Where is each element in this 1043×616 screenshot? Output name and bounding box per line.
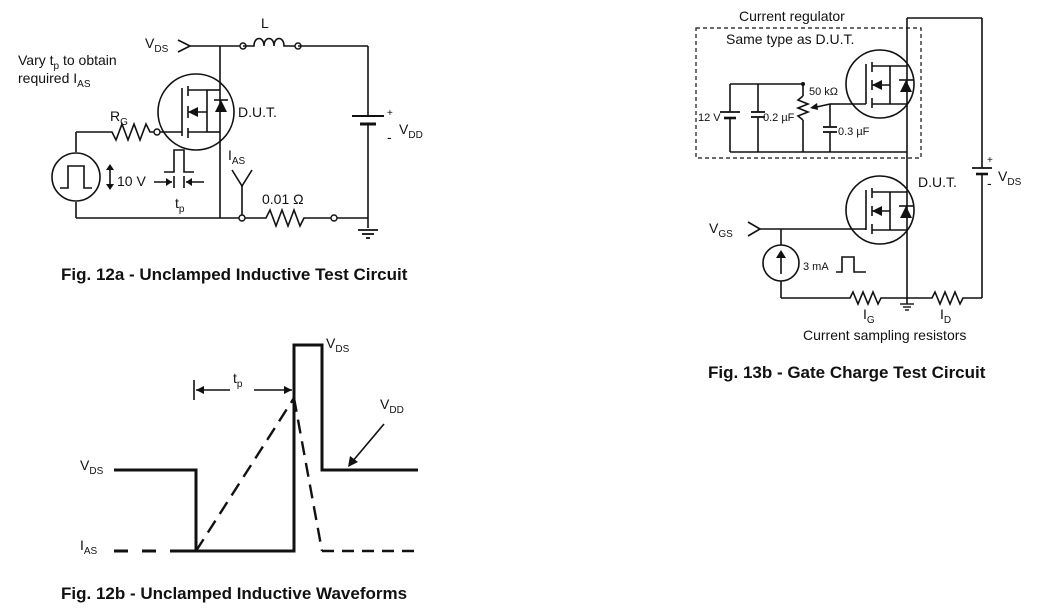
label-10v: 10 V (117, 173, 146, 189)
label-ig: IG (863, 306, 875, 326)
label-same-type: Same type as D.U.T. (726, 31, 854, 47)
wave-label-vdd: VDD (380, 396, 404, 416)
label-50k: 50 kΩ (809, 86, 838, 98)
gate-pulse (836, 256, 866, 273)
label-current-regulator: Current regulator (739, 8, 845, 24)
caption-fig13b: Fig. 13b - Gate Charge Test Circuit (708, 363, 986, 382)
label-dut-13b: D.U.T. (918, 174, 957, 190)
resistor-001 (245, 207, 331, 229)
pulse-generator (51, 152, 101, 202)
label-vdd: VDD (399, 121, 423, 141)
vds-waveform (114, 343, 418, 553)
label-rg: RG (110, 108, 128, 128)
vds-terminal-arrow (177, 39, 192, 53)
label-02uf: 0.2 µF (763, 112, 795, 124)
label-l: L (261, 15, 269, 31)
caption-fig12b: Fig. 12b - Unclamped Inductive Waveforms (61, 584, 407, 603)
label-minus-13b: - (987, 175, 992, 191)
fig13b-circuit: Current regulator Same type as D.U.T. 50… (695, 8, 1022, 343)
label-minus: - (387, 129, 392, 145)
resistor-id (928, 289, 982, 307)
wave-label-ias: IAS (80, 537, 98, 557)
label-vds: VDS (145, 35, 169, 55)
potentiometer-50k (795, 95, 811, 121)
label-tp: tp (175, 195, 185, 215)
wave-label-vds-top: VDS (326, 335, 350, 355)
label-3ma: 3 mA (803, 261, 829, 273)
tp-pulse (164, 149, 194, 173)
fig12a-circuit: L VDS Vary tp to obtain required IAS RG … (18, 15, 423, 239)
dut-mosfet (157, 73, 235, 151)
regulator-mosfet (845, 49, 915, 119)
label-dut: D.U.T. (238, 104, 277, 120)
vdd-pointer-arrow (351, 423, 385, 463)
vgs-terminal-arrow (747, 221, 762, 237)
label-vgs: VGS (709, 220, 733, 240)
ias-ramp-down (292, 397, 324, 552)
label-03uf: 0.3 µF (838, 126, 870, 138)
wave-label-tp: tp (233, 370, 243, 390)
label-plus-13b: + (987, 155, 993, 166)
label-id: ID (940, 306, 951, 326)
fig12b-waveforms: tp VDS VDD VDS IAS (80, 335, 418, 557)
ias-probe (231, 169, 253, 188)
label-required-ias: required IAS (18, 70, 91, 90)
label-plus: + (387, 108, 393, 119)
label-vds-13b: VDS (998, 168, 1022, 188)
current-regulator-box (695, 27, 922, 159)
resistor-ig (846, 289, 890, 307)
dut-mosfet-13b (845, 175, 915, 245)
label-sampling-resistors: Current sampling resistors (803, 327, 966, 343)
label-ias: IAS (228, 147, 246, 167)
label-12v: 12 V (698, 112, 721, 124)
wave-label-vds-left: VDS (80, 457, 104, 477)
ground-symbol-13b (900, 298, 914, 311)
label-vary-tp: Vary tp to obtain (18, 52, 117, 72)
resistor-rg (104, 121, 154, 143)
ias-ramp-up (194, 397, 296, 552)
caption-fig12a: Fig. 12a - Unclamped Inductive Test Circ… (61, 265, 408, 284)
ground-symbol (358, 229, 378, 239)
inductor-l (243, 37, 298, 47)
label-001-ohm: 0.01 Ω (262, 191, 304, 207)
